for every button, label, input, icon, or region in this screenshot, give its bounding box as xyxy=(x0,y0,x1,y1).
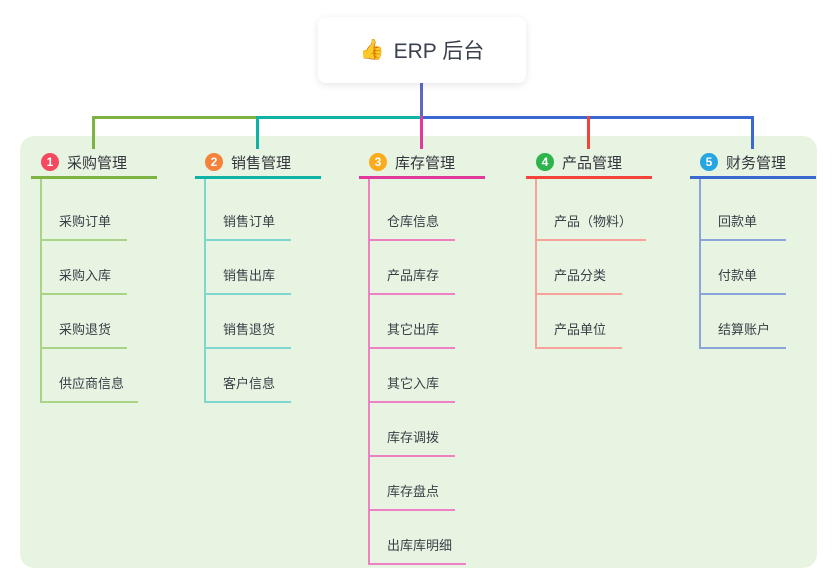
node-item[interactable]: 销售订单 xyxy=(206,187,291,241)
connector-drop-finance xyxy=(751,116,754,149)
branch-children: 产品（物料） 产品分类 产品单位 xyxy=(535,179,652,349)
connector-drop-sales xyxy=(256,116,259,149)
node-item[interactable]: 回款单 xyxy=(701,187,786,241)
branch-children: 采购订单 采购入库 采购退货 供应商信息 xyxy=(40,179,157,403)
branch-sales-management: 2 销售管理 销售订单 销售出库 销售退货 客户信息 xyxy=(195,148,321,403)
branch-header-inventory[interactable]: 3 库存管理 xyxy=(359,148,485,179)
connector-drop-purchase xyxy=(92,116,95,149)
root-node-erp-backend[interactable]: 👍 ERP 后台 xyxy=(318,17,526,83)
root-title: ERP 后台 xyxy=(393,40,485,63)
node-item[interactable]: 采购入库 xyxy=(42,241,127,295)
branch-finance-management: 5 财务管理 回款单 付款单 结算账户 xyxy=(690,148,816,349)
mindmap-panel xyxy=(20,136,817,568)
branch-header-sales[interactable]: 2 销售管理 xyxy=(195,148,321,179)
connector-root-vertical xyxy=(420,83,423,119)
branch-number-badge: 3 xyxy=(369,153,387,171)
branch-number-badge: 5 xyxy=(700,153,718,171)
node-item[interactable]: 付款单 xyxy=(701,241,786,295)
node-item[interactable]: 产品单位 xyxy=(537,295,622,349)
node-item[interactable]: 客户信息 xyxy=(206,349,291,403)
branch-label: 销售管理 xyxy=(231,154,292,172)
node-item[interactable]: 产品分类 xyxy=(537,241,622,295)
branch-label: 库存管理 xyxy=(395,154,456,172)
branch-product-management: 4 产品管理 产品（物料） 产品分类 产品单位 xyxy=(526,148,652,349)
branch-number-badge: 1 xyxy=(41,153,59,171)
branch-number-badge: 2 xyxy=(205,153,223,171)
branch-purchase-management: 1 采购管理 采购订单 采购入库 采购退货 供应商信息 xyxy=(31,148,157,403)
node-item[interactable]: 产品库存 xyxy=(370,241,455,295)
branch-label: 采购管理 xyxy=(67,154,128,172)
node-item[interactable]: 其它入库 xyxy=(370,349,455,403)
node-item[interactable]: 产品（物料） xyxy=(537,187,647,241)
branch-children: 回款单 付款单 结算账户 xyxy=(699,179,816,349)
node-item[interactable]: 销售退货 xyxy=(206,295,291,349)
node-item[interactable]: 销售出库 xyxy=(206,241,291,295)
branch-header-finance[interactable]: 5 财务管理 xyxy=(690,148,816,179)
branch-label: 产品管理 xyxy=(562,154,623,172)
node-item[interactable]: 其它出库 xyxy=(370,295,455,349)
branch-label: 财务管理 xyxy=(726,154,787,172)
node-item[interactable]: 仓库信息 xyxy=(370,187,455,241)
node-item[interactable]: 结算账户 xyxy=(701,295,786,349)
node-item[interactable]: 出库库明细 xyxy=(370,511,467,565)
branch-header-product[interactable]: 4 产品管理 xyxy=(526,148,652,179)
connector-horizontal-green xyxy=(92,116,259,119)
branch-children: 销售订单 销售出库 销售退货 客户信息 xyxy=(204,179,321,403)
node-item[interactable]: 采购退货 xyxy=(42,295,127,349)
node-item[interactable]: 库存盘点 xyxy=(370,457,455,511)
thumbs-up-icon: 👍 xyxy=(359,39,385,61)
connector-drop-product xyxy=(587,116,590,149)
connector-horizontal-teal xyxy=(256,116,423,119)
node-item[interactable]: 库存调拨 xyxy=(370,403,455,457)
branch-inventory-management: 3 库存管理 仓库信息 产品库存 其它出库 其它入库 库存调拨 库存盘点 出库库… xyxy=(359,148,485,565)
node-item[interactable]: 采购订单 xyxy=(42,187,127,241)
branch-header-purchase[interactable]: 1 采购管理 xyxy=(31,148,157,179)
connector-drop-inventory xyxy=(420,116,423,149)
node-item[interactable]: 供应商信息 xyxy=(42,349,139,403)
branch-number-badge: 4 xyxy=(536,153,554,171)
branch-children: 仓库信息 产品库存 其它出库 其它入库 库存调拨 库存盘点 出库库明细 xyxy=(368,179,485,565)
